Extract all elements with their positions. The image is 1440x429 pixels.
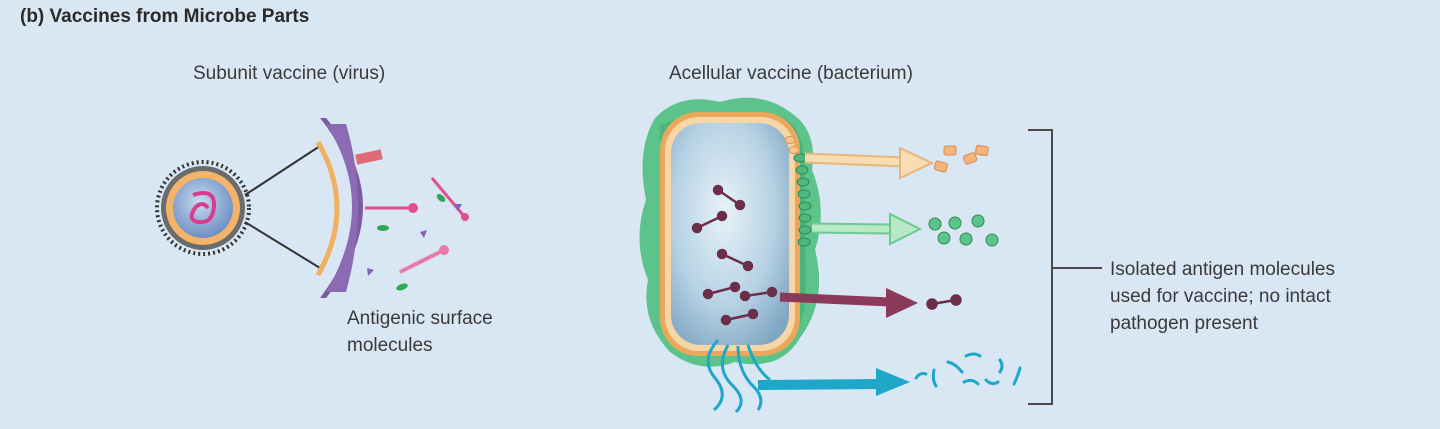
antigenic-label-line: Antigenic surface [347,308,493,329]
isolated-label-line: Isolated antigen molecules [1110,259,1335,280]
virus-envelope-closeup [315,118,383,298]
acellular-vaccine-title: Acellular vaccine (bacterium) [669,63,913,84]
antigen-arrows [757,146,935,396]
zoom-line-bottom [244,221,321,269]
zoom-line-top [244,145,321,196]
antigenic-surface-label: Antigenic surface molecules [347,305,587,359]
isolated-label-line: used for vaccine; no intact [1110,286,1331,307]
bacterium [639,97,821,414]
result-bracket [1028,129,1102,405]
isolated-antigens [914,144,1022,388]
isolated-label-line: pathogen present [1110,313,1258,334]
subunit-vaccine-title: Subunit vaccine (virus) [193,63,386,84]
figure-heading: (b) Vaccines from Microbe Parts [20,6,310,27]
virus-particle [155,160,251,256]
antigenic-molecules [365,177,469,291]
isolated-antigen-label: Isolated antigen molecules used for vacc… [1110,256,1410,337]
antigenic-label-line: molecules [347,335,433,356]
